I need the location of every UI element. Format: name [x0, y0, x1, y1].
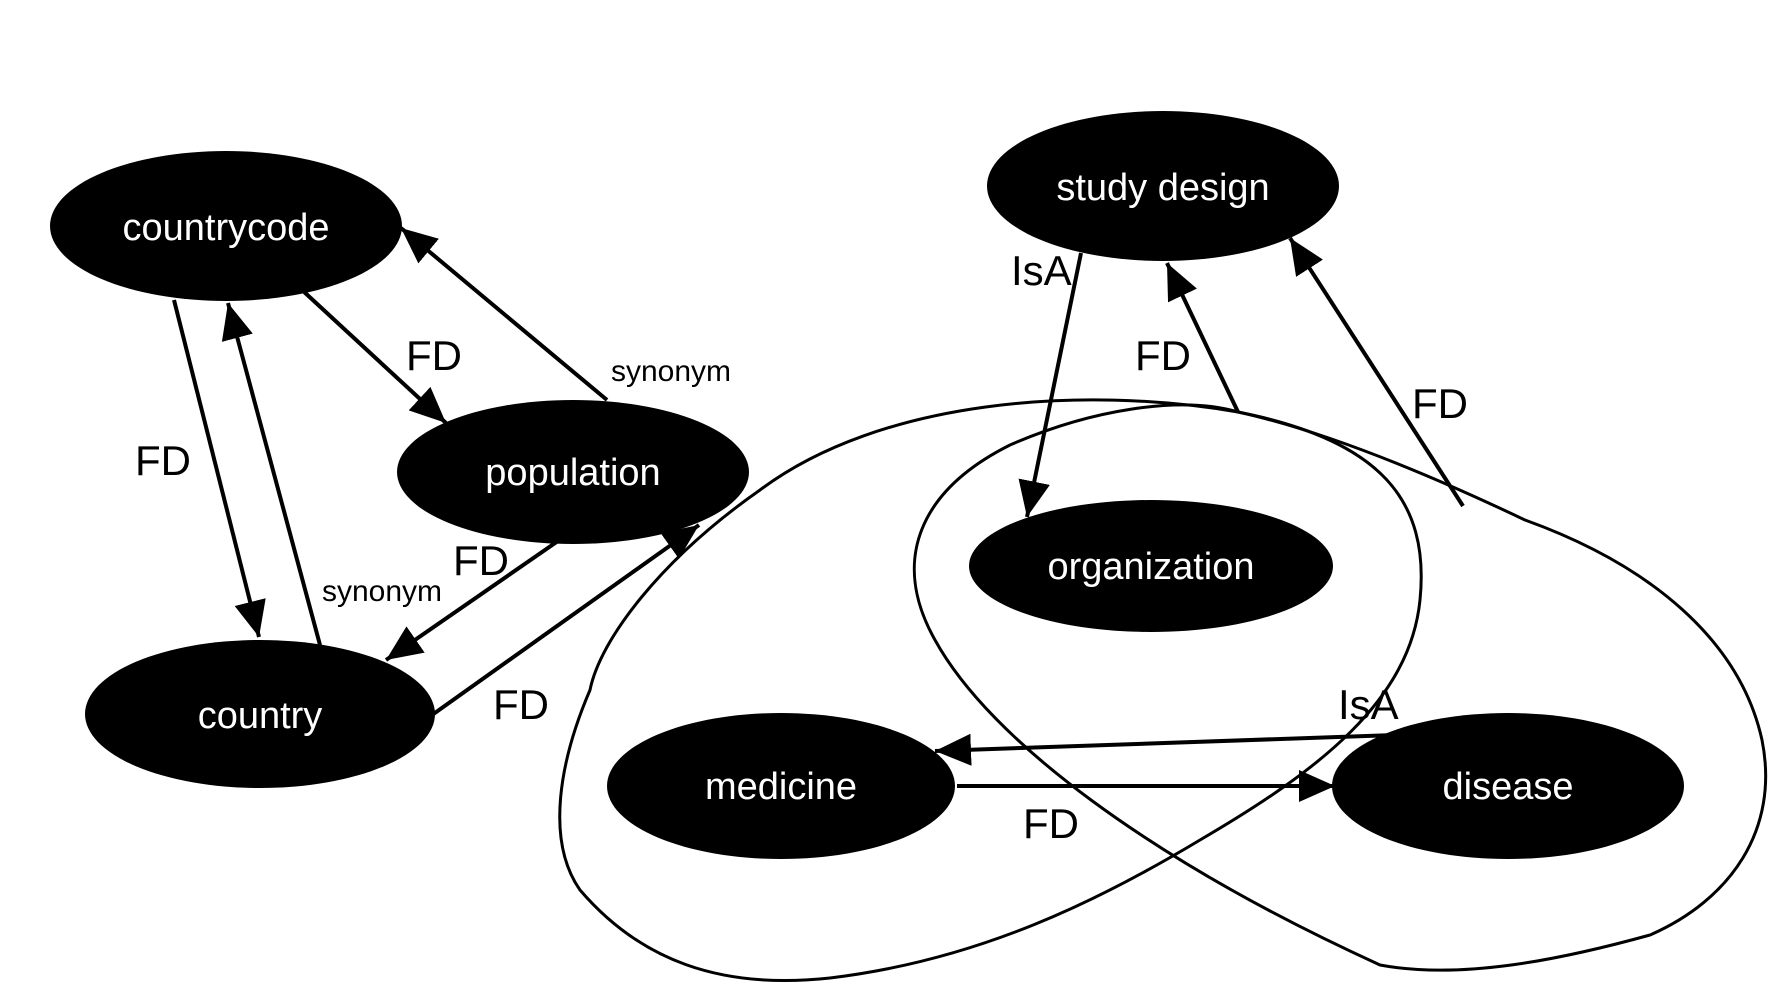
node-label-country: country: [198, 695, 323, 737]
edge-label-fd-population-country: FD: [453, 537, 509, 584]
edge-synonym-country-countrycode: [221, 302, 322, 646]
node-label-organization: organization: [1047, 546, 1254, 588]
edge-label-fd-countrycode-population: FD: [406, 332, 462, 379]
edge-fd-group-studydesign: [1165, 262, 1240, 413]
node-label-disease: disease: [1443, 766, 1574, 808]
edge-label-fd-group-studydesign: FD: [1135, 332, 1191, 379]
edge-label-synonym-population-countrycode: synonym: [611, 355, 731, 388]
edge-label-isa-studydesign-organization: IsA: [1011, 247, 1072, 294]
edge-label-fd-countrycode-country: FD: [135, 437, 191, 484]
edge-label-synonym-country-countrycode: synonym: [322, 575, 442, 608]
edge-fd-population-country: [384, 539, 560, 662]
edge-synonym-population-countrycode: [399, 226, 609, 402]
edge-fd-country-population: [430, 523, 701, 717]
node-population: population: [397, 400, 749, 544]
node-label-study-design: study design: [1056, 167, 1269, 209]
node-label-countrycode: countrycode: [122, 207, 329, 249]
edge-isa-studydesign-organization: [1018, 252, 1083, 518]
edge-label-fd-country-population: FD: [493, 681, 549, 728]
node-countrycode: countrycode: [50, 151, 402, 301]
node-disease: disease: [1332, 713, 1684, 859]
edge-label-isa-disease-medicine: IsA: [1338, 681, 1399, 728]
node-country: country: [85, 640, 435, 788]
edge-label-fd-group2-studydesign: FD: [1412, 380, 1468, 427]
group-blob-medicine-organization: [558, 398, 1423, 982]
node-study-design: study design: [987, 111, 1339, 261]
edge-fd-countrycode-country: [172, 299, 266, 638]
edge-fd-group2-studydesign: [1288, 236, 1465, 508]
node-medicine: medicine: [607, 713, 955, 859]
edge-isa-disease-medicine: [934, 733, 1396, 766]
node-organization: organization: [969, 500, 1333, 632]
edge-label-fd-medicine-disease: FD: [1023, 800, 1079, 847]
group-blob-organization-disease: [912, 403, 1768, 972]
node-label-population: population: [485, 452, 660, 494]
edge-fd-countrycode-population: [300, 288, 448, 425]
node-label-medicine: medicine: [705, 766, 857, 808]
